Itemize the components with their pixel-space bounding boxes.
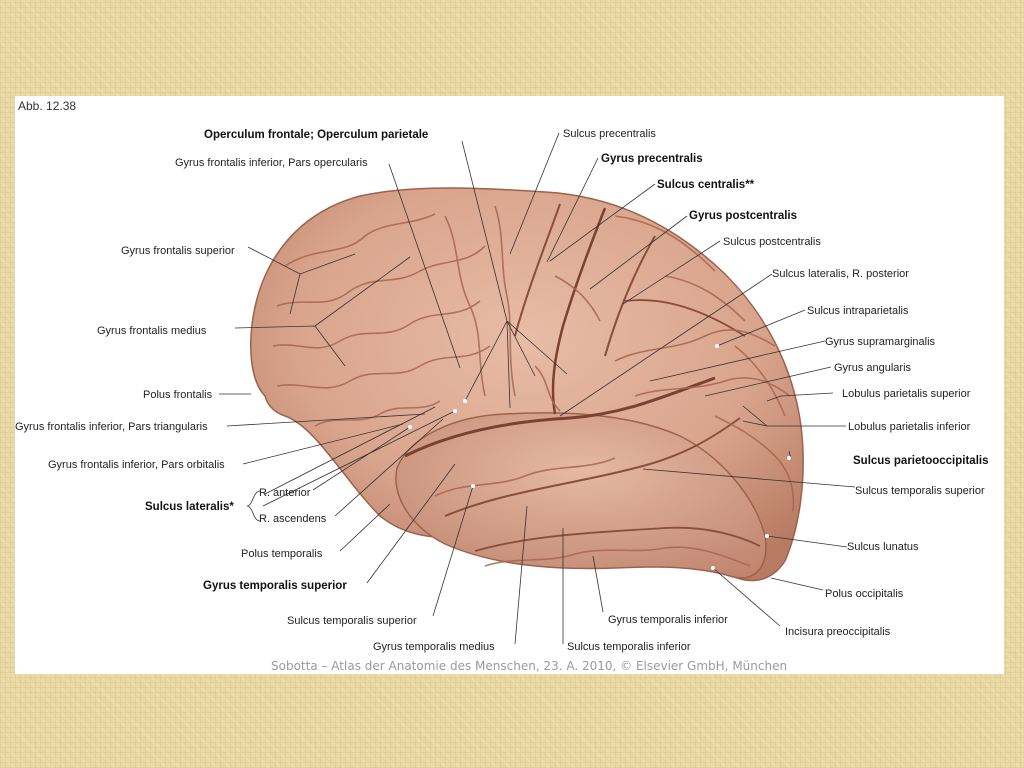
label-gfi-orbitalis: Gyrus frontalis inferior, Pars orbitalis bbox=[48, 459, 225, 471]
label-sulcus-precentralis: Sulcus precentralis bbox=[563, 128, 656, 140]
sulcus-temporalis-superior-line bbox=[444, 417, 741, 517]
sulcus-lateralis-line bbox=[404, 376, 716, 458]
leader-lines bbox=[219, 132, 856, 645]
label-sulcus-postcentralis: Sulcus postcentralis bbox=[723, 236, 821, 248]
sulcus-precentralis-line bbox=[514, 203, 561, 337]
label-gfi-opercularis: Gyrus frontalis inferior, Pars opercular… bbox=[175, 157, 368, 169]
label-gfi-triangularis: Gyrus frontalis inferior, Pars triangula… bbox=[15, 421, 208, 433]
label-sulcus-centralis: Sulcus centralis** bbox=[657, 179, 755, 191]
label-polus-frontalis: Polus frontalis bbox=[143, 389, 213, 401]
label-polus-temporalis: Polus temporalis bbox=[241, 548, 323, 560]
label-sulcus-parietooccipitalis: Sulcus parietooccipitalis bbox=[853, 455, 988, 467]
label-operculum: Operculum frontale; Operculum parietale bbox=[204, 129, 428, 141]
label-sulcus-lunatus: Sulcus lunatus bbox=[847, 541, 919, 553]
label-gt-medius: Gyrus temporalis medius bbox=[373, 641, 495, 653]
label-sulcus-lateralis: Sulcus lateralis* bbox=[145, 501, 234, 513]
label-polus-occipitalis: Polus occipitalis bbox=[825, 588, 904, 600]
label-st-inferior: Sulcus temporalis inferior bbox=[567, 641, 691, 653]
brain-illustration bbox=[250, 187, 804, 582]
label-st-superior-right: Sulcus temporalis superior bbox=[855, 485, 985, 497]
label-sulcus-intraparietalis: Sulcus intraparietalis bbox=[807, 305, 909, 317]
label-r-ascendens: R. ascendens bbox=[259, 513, 327, 525]
label-gf-superior: Gyrus frontalis superior bbox=[121, 245, 235, 257]
brain-lateral-view-diagram: Abb. 12.38 bbox=[15, 99, 988, 673]
label-gt-inferior: Gyrus temporalis inferior bbox=[608, 614, 728, 626]
label-lobulus-superior: Lobulus parietalis superior bbox=[842, 388, 971, 400]
label-gyrus-precentralis: Gyrus precentralis bbox=[601, 153, 703, 165]
label-gyrus-supramarginalis: Gyrus supramarginalis bbox=[825, 336, 936, 348]
gyral-folds bbox=[272, 205, 795, 567]
label-incisura: Incisura preoccipitalis bbox=[785, 626, 891, 638]
temporal-lobe-outline bbox=[395, 412, 767, 579]
figure-panel: Abb. 12.38 bbox=[15, 96, 1004, 674]
label-sl-posterior: Sulcus lateralis, R. posterior bbox=[772, 268, 909, 280]
label-gyrus-angularis: Gyrus angularis bbox=[834, 362, 912, 374]
label-st-superior-bottom: Sulcus temporalis superior bbox=[287, 615, 417, 627]
sulcus-postcentralis-line bbox=[604, 235, 656, 357]
label-gyrus-postcentralis: Gyrus postcentralis bbox=[689, 210, 797, 222]
label-gt-superior: Gyrus temporalis superior bbox=[203, 580, 347, 592]
sulcus-intraparietalis-line bbox=[624, 299, 746, 337]
label-r-anterior: R. anterior bbox=[259, 487, 311, 499]
label-lobulus-inferior: Lobulus parietalis inferior bbox=[848, 421, 971, 433]
endpoint-dots bbox=[408, 344, 791, 570]
sulcus-centralis-line bbox=[551, 207, 607, 415]
label-gf-medius: Gyrus frontalis medius bbox=[97, 325, 207, 337]
credit-line: Sobotta – Atlas der Anatomie des Mensche… bbox=[271, 659, 787, 673]
figure-number: Abb. 12.38 bbox=[18, 99, 76, 113]
